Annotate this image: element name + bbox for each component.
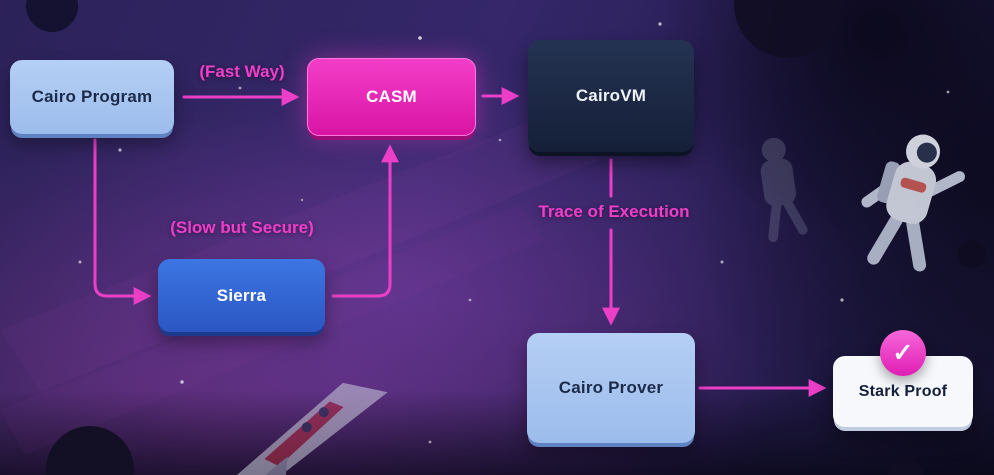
node-cairo-prover: Cairo Prover [527, 333, 695, 443]
arrow-cairo-program-to-sierra [93, 138, 152, 305]
spaceship-icon [220, 382, 388, 475]
node-sierra: Sierra [158, 259, 325, 332]
check-glyph: ✓ [892, 339, 914, 367]
node-cairovm: CairoVM [528, 40, 694, 152]
node-label: CairoVM [575, 86, 647, 105]
node-stark-proof: ✓ Stark Proof [833, 330, 973, 427]
astronaut-silhouette-icon [760, 137, 808, 243]
edge-label-trace-of-execution: Trace of Execution [538, 202, 690, 221]
edge-label-slow-but-secure: (Slow but Secure) [170, 218, 314, 237]
astronaut-icon [861, 134, 966, 272]
node-label: CASM [366, 87, 417, 106]
node-label: Cairo Program [31, 87, 153, 106]
check-icon: ✓ [880, 330, 926, 376]
arrow-sierra-to-casm [331, 144, 399, 298]
node-label: Sierra [216, 285, 267, 305]
node-casm: CASM [307, 58, 476, 136]
edge-label-fast-way: (Fast Way) [199, 62, 285, 81]
node-cairo-program: Cairo Program [10, 60, 174, 134]
node-label: Cairo Prover [558, 378, 664, 397]
planet-icons [26, 0, 986, 475]
node-label: Stark Proof [858, 382, 948, 400]
